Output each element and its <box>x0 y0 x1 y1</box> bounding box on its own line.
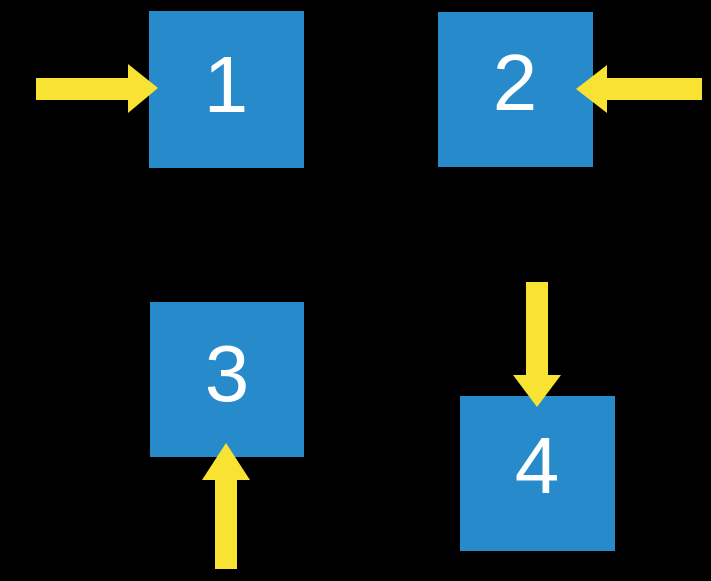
arrow-up-icon <box>202 443 250 569</box>
arrow-down-icon <box>513 282 561 407</box>
arrow-left-icon <box>576 65 702 113</box>
square-4-label: 4 <box>515 421 560 510</box>
square-1 <box>149 11 304 168</box>
square-4 <box>460 396 615 551</box>
square-2 <box>438 12 593 167</box>
square-2-label: 2 <box>493 38 538 127</box>
arrow-right-icon <box>36 64 158 113</box>
square-3-label: 3 <box>205 329 250 418</box>
square-3 <box>150 302 304 457</box>
square-1-label: 1 <box>204 40 249 129</box>
